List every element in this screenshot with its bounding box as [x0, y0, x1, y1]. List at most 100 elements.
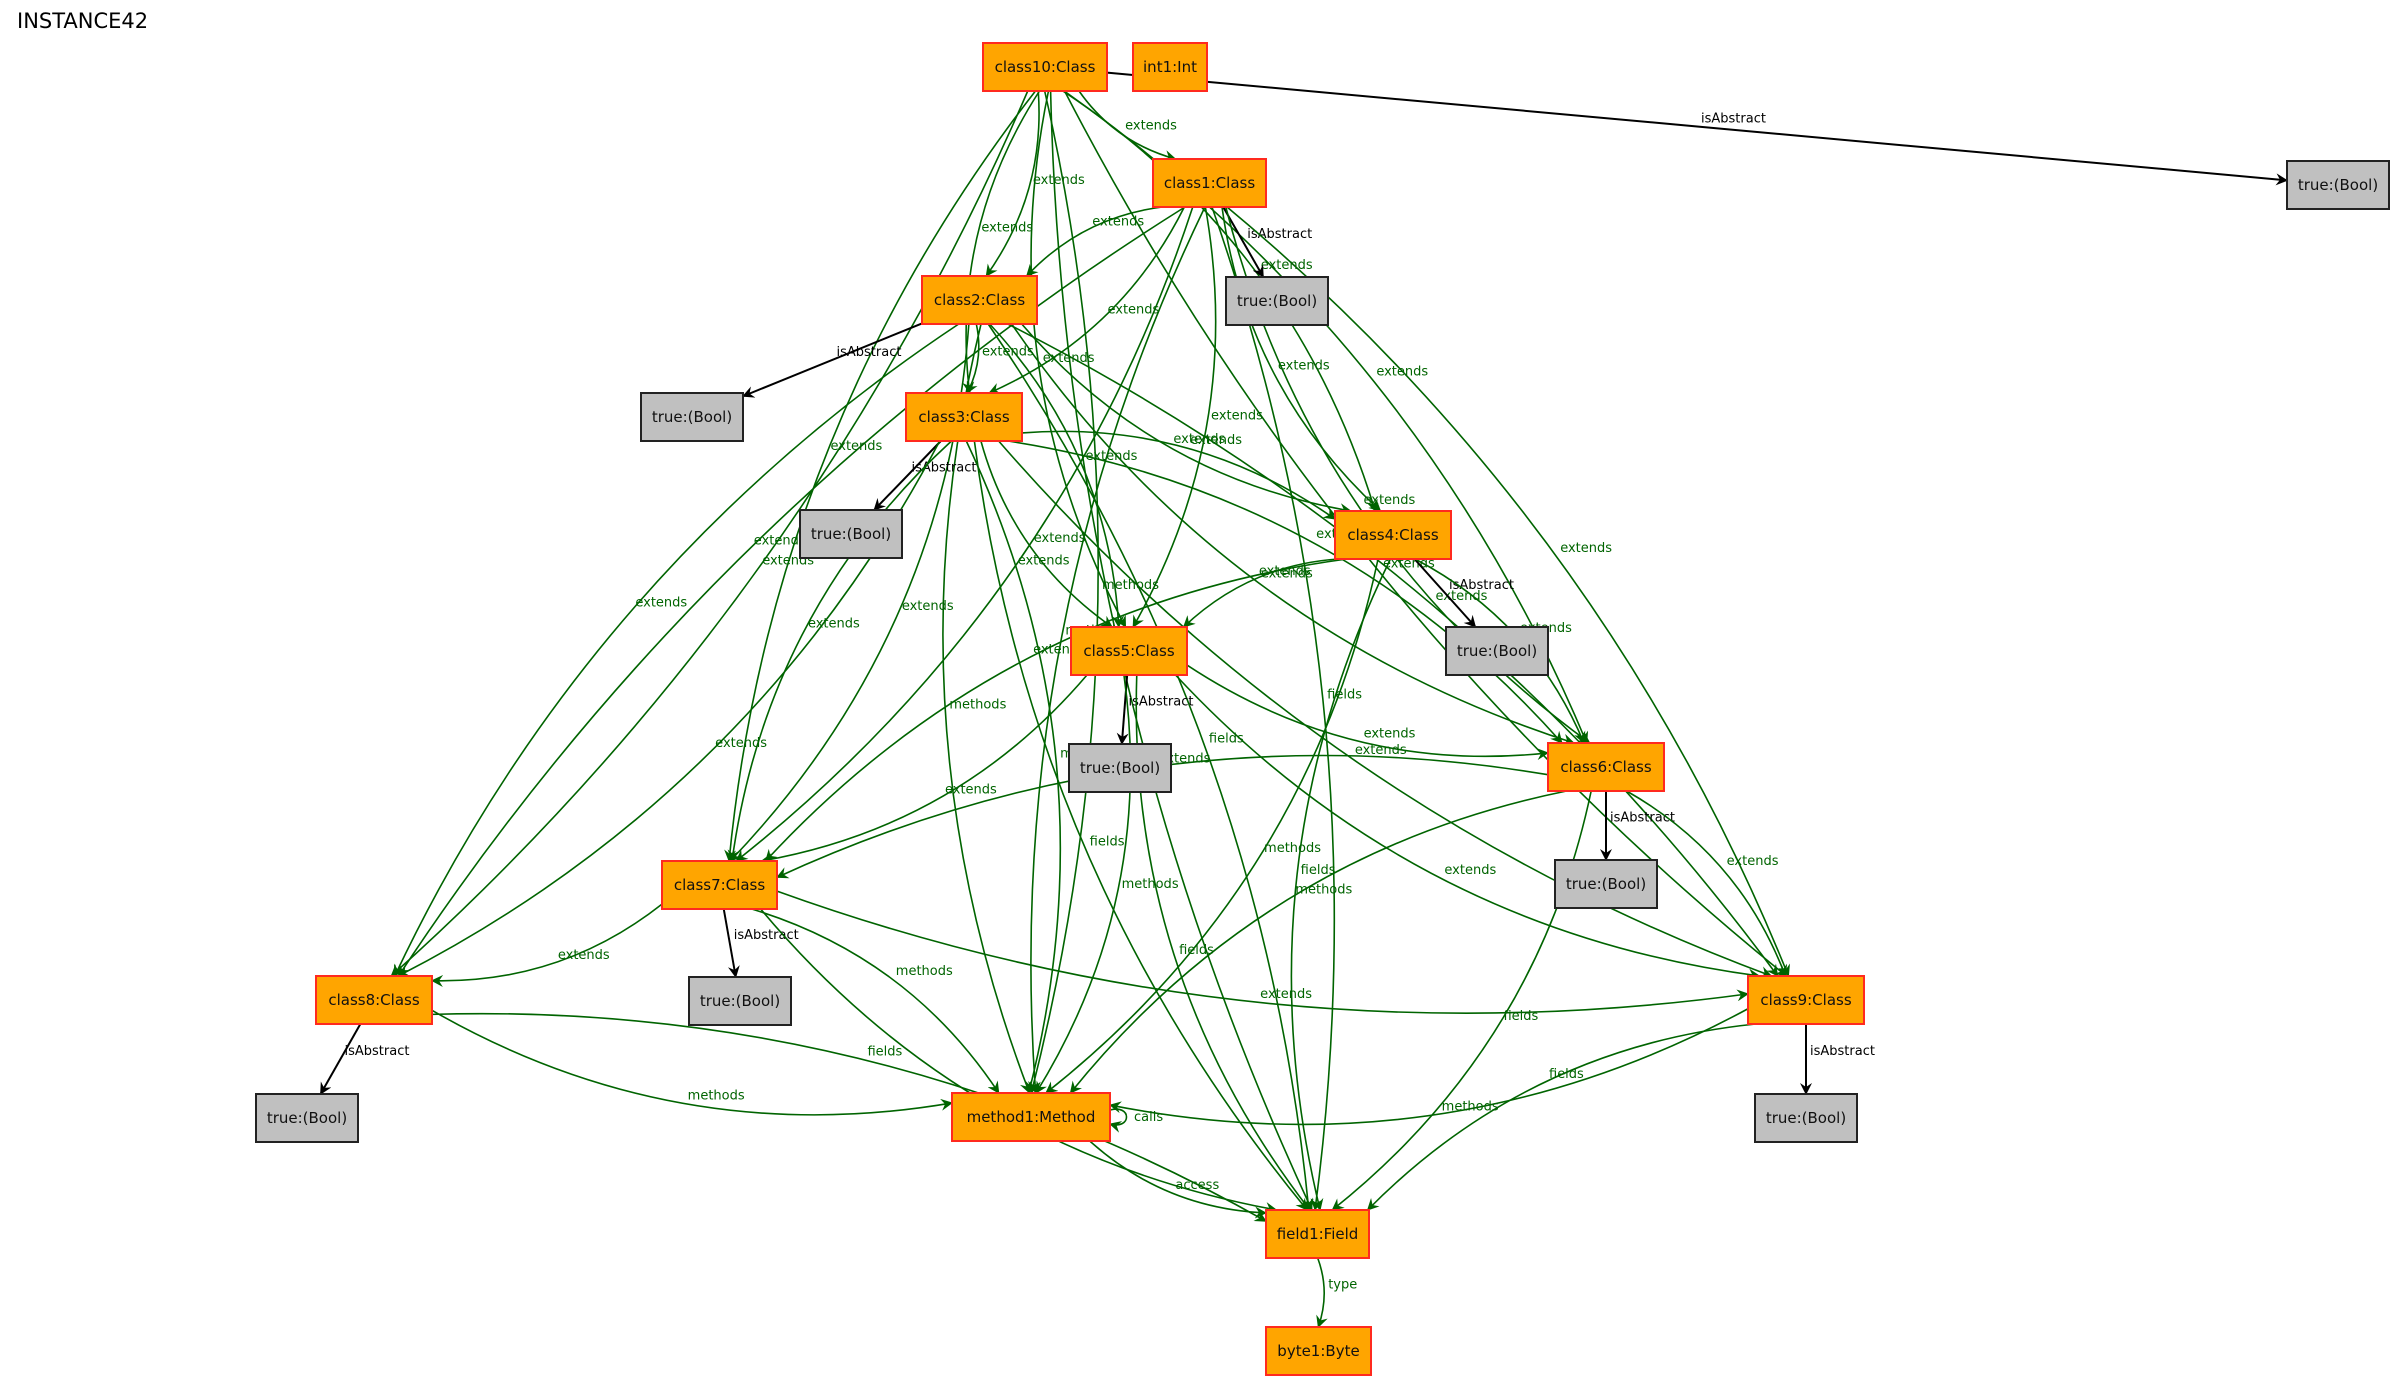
value-box[interactable]	[1754, 1093, 1858, 1143]
node-bool6[interactable]: true:(Bool)	[1554, 859, 1658, 909]
node-class10[interactable]: class10:Class	[982, 42, 1108, 92]
edges-layer: isAbstractextendsextendsextendsextendsex…	[319, 71, 2288, 1328]
edge-label: extends	[754, 534, 806, 549]
edge-fields-class1-field1: fields	[1211, 206, 1362, 1211]
edge-fields-class8-field1: fields	[431, 1012, 1267, 1222]
object-box[interactable]	[1152, 158, 1267, 208]
node-bool5[interactable]: true:(Bool)	[1068, 743, 1172, 793]
edge-label: extends	[1261, 258, 1313, 273]
edge-extends-class4-class7: extends	[765, 558, 1347, 862]
node-bool7[interactable]: true:(Bool)	[688, 976, 792, 1026]
value-box[interactable]	[688, 976, 792, 1026]
edge-extends-class10-class2: extends	[985, 90, 1085, 277]
node-class4[interactable]: class4:Class	[1334, 510, 1452, 560]
edge-line	[751, 908, 1000, 1094]
node-class8[interactable]: class8:Class	[315, 975, 433, 1025]
edge-extends-class3-class7: extends	[727, 440, 953, 862]
edge-line	[765, 558, 1347, 862]
node-bool9[interactable]: true:(Bool)	[1754, 1093, 1858, 1143]
edge-label: fields	[1209, 732, 1244, 747]
object-box[interactable]	[1132, 42, 1208, 92]
edge-label: calls	[1134, 1110, 1163, 1125]
value-box[interactable]	[2286, 160, 2390, 210]
edge-methods-class10-method1: methods	[1028, 90, 1159, 1094]
edge-label: extends	[635, 596, 687, 611]
edge-label: extends	[945, 782, 997, 797]
node-class2[interactable]: class2:Class	[921, 275, 1038, 325]
edge-line	[1116, 674, 1129, 745]
node-label: class7:Class	[674, 876, 765, 894]
node-bool8[interactable]: true:(Bool)	[255, 1093, 359, 1143]
object-box[interactable]	[1547, 742, 1665, 792]
node-bool2[interactable]: true:(Bool)	[640, 392, 744, 442]
edge-extends-class2-class3: extends	[966, 323, 1034, 394]
node-label: class9:Class	[1760, 991, 1851, 1009]
value-box[interactable]	[640, 392, 744, 442]
node-label: class6:Class	[1560, 758, 1651, 776]
edge-label: extends	[1107, 303, 1159, 318]
object-box[interactable]	[1334, 510, 1452, 560]
edge-label: methods	[1102, 578, 1159, 593]
object-box[interactable]	[661, 860, 778, 910]
edge-label: extends	[1034, 531, 1086, 546]
node-bool10[interactable]: true:(Bool)	[2286, 160, 2390, 210]
edge-extends-class2-class9: extends	[1007, 323, 1779, 977]
object-box[interactable]	[951, 1092, 1111, 1142]
node-bool1[interactable]: true:(Bool)	[1225, 276, 1329, 326]
object-box[interactable]	[982, 42, 1108, 92]
edge-label: extends	[1033, 173, 1085, 188]
node-class7[interactable]: class7:Class	[661, 860, 778, 910]
node-field1[interactable]: field1:Field	[1265, 1209, 1370, 1259]
edge-line	[1174, 674, 1761, 981]
edge-label: isAbstract	[1810, 1044, 1875, 1059]
object-box[interactable]	[905, 392, 1023, 442]
object-box[interactable]	[1265, 1209, 1370, 1259]
edge-extends-class4-class5: extends	[1182, 558, 1339, 628]
node-label: class4:Class	[1347, 526, 1438, 544]
object-box[interactable]	[315, 975, 433, 1025]
edge-label: isAbstract	[1701, 112, 1766, 127]
object-box[interactable]	[1747, 975, 1865, 1025]
node-method1[interactable]: method1:Method	[951, 1092, 1111, 1142]
edge-label: isAbstract	[1129, 695, 1194, 710]
edge-methods-class4-method1: methods	[1045, 558, 1379, 1094]
edge-label: extends	[1092, 214, 1144, 229]
edge-label: extends	[1278, 358, 1330, 373]
edge-line	[431, 903, 663, 987]
node-class3[interactable]: class3:Class	[905, 392, 1023, 442]
value-box[interactable]	[255, 1093, 359, 1143]
value-box[interactable]	[799, 509, 903, 559]
edge-line	[776, 890, 1749, 1015]
edge-label: isAbstract	[734, 928, 799, 943]
node-class5[interactable]: class5:Class	[1070, 626, 1188, 676]
edge-extends-class1-class5: extends	[1132, 206, 1263, 628]
object-box[interactable]	[1265, 1326, 1372, 1376]
edge-label: extends	[1086, 449, 1138, 464]
node-bool3[interactable]: true:(Bool)	[799, 509, 903, 559]
node-label: class3:Class	[918, 408, 1009, 426]
edge-line	[1030, 90, 1127, 628]
edge-fields-class4-field1: fields	[1290, 558, 1392, 1211]
node-int1[interactable]: int1:Int	[1132, 42, 1208, 92]
value-box[interactable]	[1445, 626, 1549, 676]
node-class9[interactable]: class9:Class	[1747, 975, 1865, 1025]
node-label: true:(Bool)	[811, 525, 891, 543]
edge-line	[1021, 430, 1336, 520]
edge-methods-class6-method1: methods	[1069, 790, 1567, 1094]
node-byte1[interactable]: byte1:Byte	[1265, 1326, 1372, 1376]
edge-isabstract-class3-bool3: isAbstract	[873, 440, 976, 511]
edge-label: methods	[1442, 1099, 1499, 1114]
edge-label: isAbstract	[1449, 578, 1514, 593]
edge-label: extends	[715, 736, 767, 751]
node-bool4[interactable]: true:(Bool)	[1445, 626, 1549, 676]
node-class6[interactable]: class6:Class	[1547, 742, 1665, 792]
edge-line	[980, 440, 1113, 628]
value-box[interactable]	[1068, 743, 1172, 793]
object-box[interactable]	[1070, 626, 1188, 676]
node-class1[interactable]: class1:Class	[1152, 158, 1267, 208]
edge-label: isAbstract	[345, 1044, 410, 1059]
object-box[interactable]	[921, 275, 1038, 325]
edge-label: methods	[1264, 841, 1321, 856]
value-box[interactable]	[1554, 859, 1658, 909]
value-box[interactable]	[1225, 276, 1329, 326]
